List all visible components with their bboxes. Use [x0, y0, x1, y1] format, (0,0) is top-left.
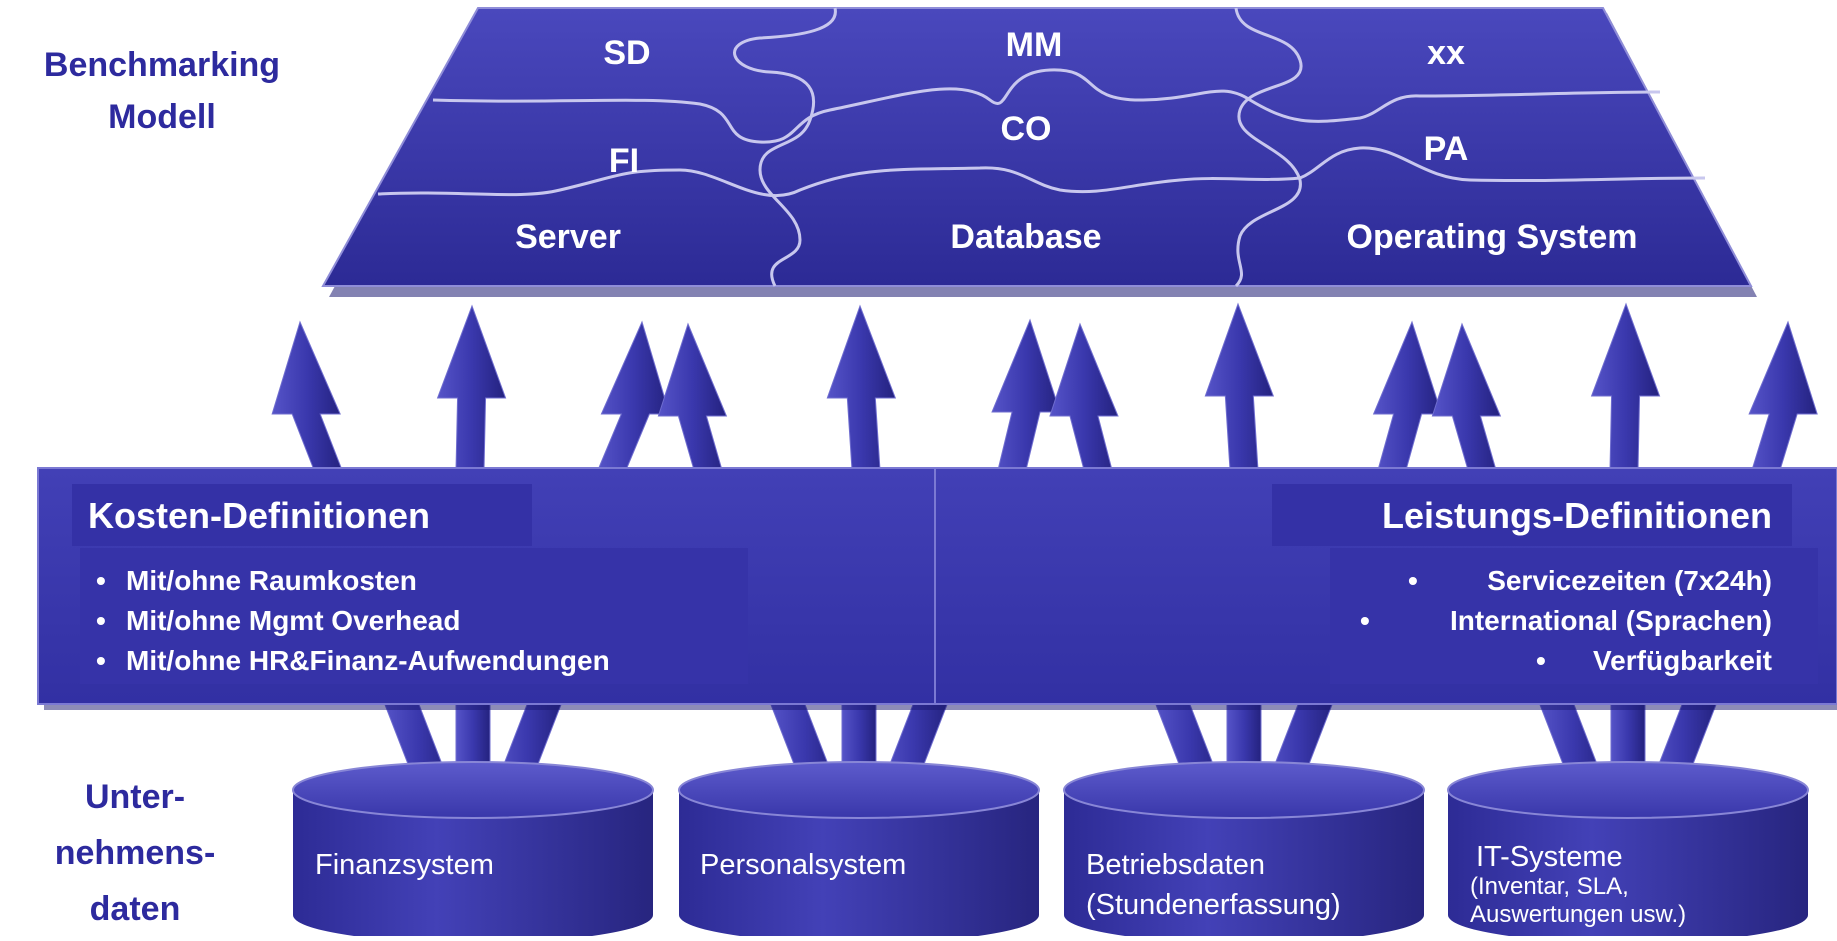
- up-arrow: [1372, 320, 1443, 471]
- leistungs-item: International (Sprachen): [1450, 605, 1772, 636]
- piece-xx: xx: [1427, 34, 1465, 72]
- kosten-item-bullet: •: [96, 645, 106, 676]
- kosten-item: Mit/ohne Mgmt Overhead: [126, 605, 460, 636]
- kosten-title-band: [72, 484, 532, 546]
- database-personalsystem: Personalsystem: [678, 761, 1040, 941]
- database-label: Finanzsystem: [315, 849, 494, 881]
- kosten-items-band: [80, 548, 748, 684]
- puzzle-seam-col1: [733, 7, 837, 287]
- database-label: Betriebsdaten: [1086, 849, 1265, 881]
- up-arrow: [1748, 320, 1818, 471]
- piece-database: Database: [950, 218, 1101, 256]
- up-arrow: [1049, 322, 1119, 471]
- up-arrow: [1590, 302, 1661, 471]
- kosten-title: Kosten-Definitionen: [88, 495, 430, 536]
- benchmarking-model-label: Benchmarking Modell: [44, 46, 280, 136]
- svg-text:Benchmarking: Benchmarking: [44, 46, 280, 84]
- puzzle-seam-row2: [377, 146, 1706, 197]
- kosten-item: Mit/ohne HR&Finanz-Aufwendungen: [126, 645, 610, 676]
- kosten-item: Mit/ohne Raumkosten: [126, 565, 417, 596]
- company-data-label: Unter- nehmens- daten: [55, 778, 216, 928]
- svg-text:nehmens-: nehmens-: [55, 834, 216, 872]
- svg-text:daten: daten: [90, 890, 181, 928]
- leistungs-item: Servicezeiten (7x24h): [1487, 565, 1772, 596]
- leistungs-item-bullet: •: [1536, 645, 1546, 676]
- database-finanzsystem: Finanzsystem: [292, 761, 654, 941]
- puzzle-board-surface: [321, 7, 1753, 287]
- piece-pa: PA: [1424, 130, 1469, 168]
- up-arrow: [826, 304, 897, 471]
- kosten-list: • Mit/ohne Raumkosten • Mit/ohne Mgmt Ov…: [96, 565, 610, 676]
- piece-sd: SD: [603, 34, 650, 72]
- database-label: IT-Systeme: [1476, 841, 1623, 873]
- up-arrow: [436, 304, 507, 471]
- definitions-bar: Kosten-Definitionen • Mit/ohne Raumkoste…: [37, 467, 1837, 710]
- database-label: Personalsystem: [700, 849, 906, 881]
- up-arrow: [991, 318, 1061, 471]
- up-arrow: [1204, 302, 1275, 471]
- leistungs-item: Verfügbarkeit: [1593, 645, 1772, 676]
- up-arrow: [657, 322, 728, 471]
- database-sublabel: (Stundenerfassung): [1086, 889, 1341, 921]
- puzzle-board: SD MM xx FI CO PA Server Database Operat…: [321, 7, 1757, 297]
- piece-co: CO: [1001, 110, 1052, 148]
- piece-operating-system: Operating System: [1347, 218, 1638, 256]
- up-arrow: [271, 320, 343, 471]
- kosten-item-bullet: •: [96, 605, 106, 636]
- puzzle-seam-col2: [1234, 7, 1303, 288]
- database-it-systeme: IT-Systeme (Inventar, SLA, Auswertungen …: [1447, 761, 1809, 941]
- puzzle-seam-row1: [432, 68, 1661, 144]
- piece-fi: FI: [609, 142, 639, 180]
- databases: Finanzsystem Personalsystem Betriebsdate…: [292, 761, 1809, 941]
- leistungs-items-band: [1330, 548, 1818, 684]
- kosten-item-bullet: •: [96, 565, 106, 596]
- upper-arrows: [271, 302, 1818, 471]
- up-arrow: [1431, 322, 1502, 471]
- svg-text:Modell: Modell: [108, 98, 216, 136]
- leistungs-bullets: • • •: [1360, 565, 1546, 676]
- leistungs-list: Servicezeiten (7x24h) International (Spr…: [1450, 565, 1772, 676]
- leistungs-title: Leistungs-Definitionen: [1382, 495, 1772, 536]
- piece-mm: MM: [1006, 26, 1063, 64]
- leistungs-title-band: [1272, 484, 1792, 546]
- database-sublabel: (Inventar, SLA,: [1470, 873, 1629, 900]
- piece-server: Server: [515, 218, 621, 256]
- up-arrow: [597, 320, 671, 471]
- svg-text:Unter-: Unter-: [85, 778, 185, 816]
- database-sublabel: Auswertungen usw.): [1470, 901, 1686, 928]
- database-betriebsdaten: Betriebsdaten (Stundenerfassung): [1063, 761, 1425, 941]
- leistungs-item-bullet: •: [1360, 605, 1370, 636]
- leistungs-item-bullet: •: [1408, 565, 1418, 596]
